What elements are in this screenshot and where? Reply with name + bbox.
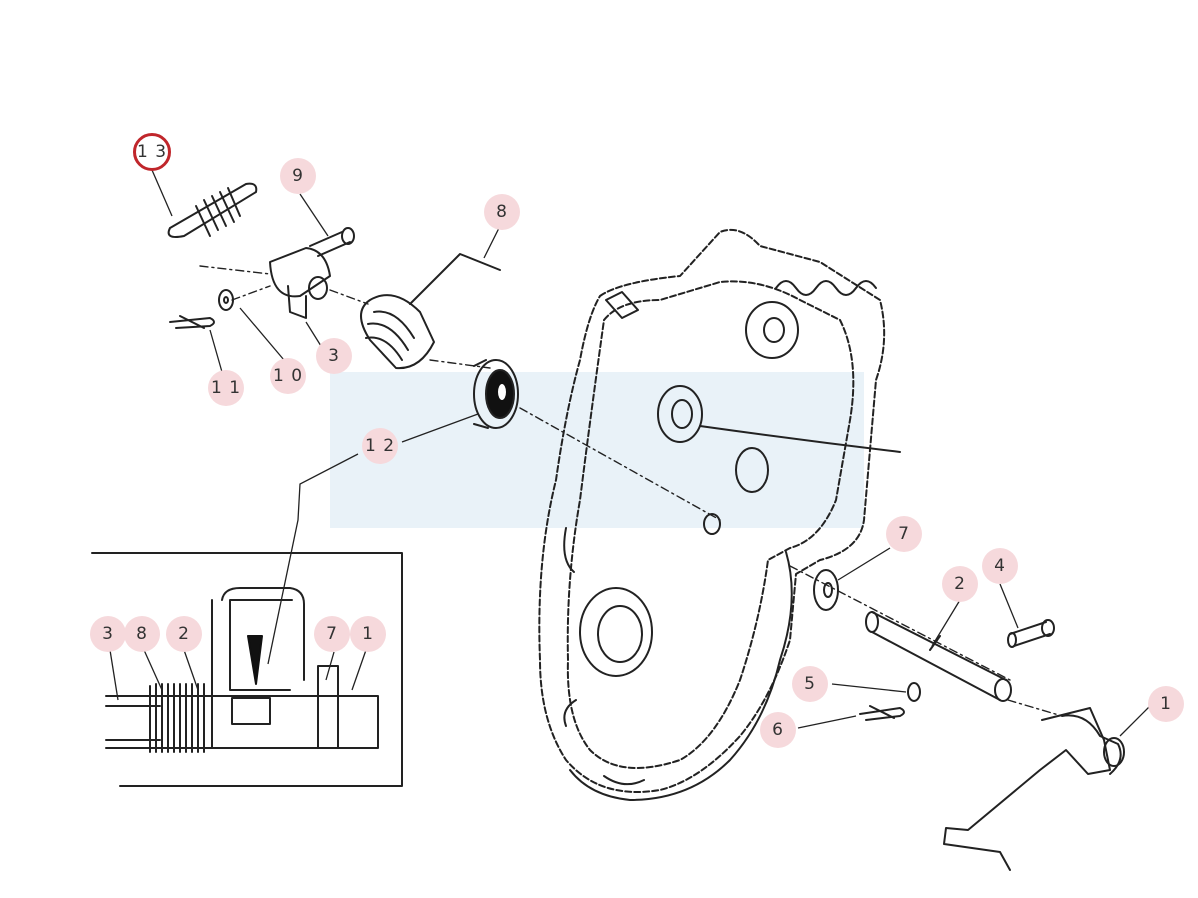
inset-detail-drawing (91, 552, 403, 787)
clip-6-drawing (859, 705, 905, 721)
washer-10-drawing (218, 289, 234, 311)
callout-12[interactable]: 1 2 (362, 428, 398, 464)
callout-6[interactable]: 6 (760, 712, 796, 748)
pin-4-drawing (1007, 619, 1055, 648)
callout-7[interactable]: 7 (886, 516, 922, 552)
callout-8[interactable]: 8 (484, 194, 520, 230)
fork-1-drawing (943, 707, 1125, 871)
inset-callout-2[interactable]: 2 (166, 616, 202, 652)
spring-8-drawing (360, 253, 501, 370)
inset-callout-1[interactable]: 1 (350, 616, 386, 652)
highlight-band (330, 372, 864, 528)
inset-callout-8[interactable]: 8 (124, 616, 160, 652)
clip-11-drawing (169, 315, 215, 329)
crankcase-cover-drawing (538, 228, 886, 793)
callout-10[interactable]: 1 0 (270, 358, 306, 394)
callout-13[interactable]: 1 3 (133, 133, 171, 171)
callout-5[interactable]: 5 (792, 666, 828, 702)
inset-callout-3[interactable]: 3 (90, 616, 126, 652)
callout-3[interactable]: 3 (316, 338, 352, 374)
callout-4[interactable]: 4 (982, 548, 1018, 584)
callout-9[interactable]: 9 (280, 158, 316, 194)
seal-12-drawing (473, 359, 519, 429)
washer-7-drawing (813, 569, 839, 611)
shaft-2-drawing (865, 611, 1012, 702)
spring-13-drawing (167, 182, 258, 238)
washer-5-drawing (907, 682, 921, 702)
inset-callout-7[interactable]: 7 (314, 616, 350, 652)
pin-9-drawing (309, 227, 355, 257)
callout-2[interactable]: 2 (942, 566, 978, 602)
callout-11[interactable]: 1 1 (208, 370, 244, 406)
callout-1[interactable]: 1 (1148, 686, 1184, 722)
lever-3-drawing (269, 247, 331, 319)
